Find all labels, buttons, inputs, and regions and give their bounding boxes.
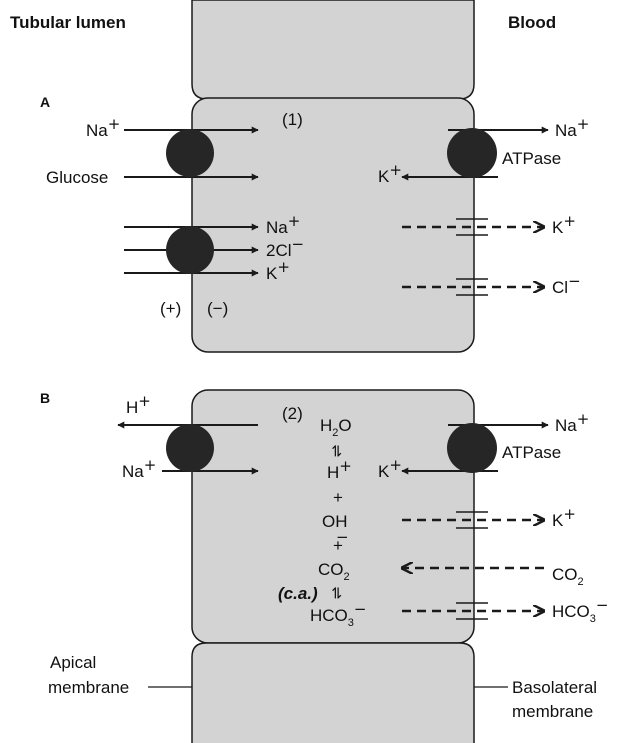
cl-channel-a [456,278,488,296]
reaction-plus-2: +− [333,528,349,555]
apical-label-line1: Apical [50,653,96,672]
tubular-lumen-label: Tubular lumen [10,13,126,32]
nkcc-na-label: Na+ [266,212,300,237]
nkcc-cotransporter [166,226,214,274]
reaction-h2o: H2O [320,416,352,439]
na-h-exchanger [166,424,214,472]
cell-a [191,97,475,353]
basolateral-label-line2: membrane [512,702,593,721]
panel-b-letter: B [40,390,50,406]
basolateral-label-line1: Basolateral [512,678,597,697]
co2-blood-label: CO2 [552,565,584,588]
hco3-blood-label: HCO3− [552,596,608,625]
na-k-atpase-pump-b [447,423,497,473]
k-channel-a-label: K+ [552,212,576,237]
cl-channel-a-label: Cl− [552,272,581,297]
nkcc-cl-label: 2Cl− [266,235,304,260]
atpase-b-na-label: Na+ [555,410,589,435]
glucose-label: Glucose [46,168,108,187]
k-channel-b [456,511,488,529]
hco3-channel [456,602,488,620]
nhe-na-label: Na+ [122,456,156,481]
nhe-h-label: H+ [126,392,151,417]
panel-a-number: (1) [282,110,303,129]
atpase-b-k-label: K+ [378,456,402,481]
reaction-equilibrium-2: ⇌ [328,587,346,600]
panel-a-letter: A [40,94,50,110]
bottom-neighbor-cell [191,642,475,743]
cell-negative-label: (−) [207,299,228,318]
reaction-h-plus: H+ [327,457,352,482]
nkcc-k-label: K+ [266,258,290,283]
atpase-label: ATPase [502,149,561,168]
reaction-co2: CO2 [318,560,350,583]
reaction-equilibrium-1: ⇌ [328,445,346,458]
apical-label-line2: membrane [48,678,129,697]
na-k-atpase-pump [447,128,497,178]
top-neighbor-cell [191,0,475,100]
atpase-b-label: ATPase [502,443,561,462]
blood-label: Blood [508,13,556,32]
atpase-na-label: Na+ [555,115,589,140]
reaction-plus-1: + [333,488,343,507]
reaction-oh: OH [322,512,348,531]
panel-b-number: (2) [282,404,303,423]
lumen-positive-label: (+) [160,299,181,318]
carbonic-anhydrase-label: (c.a.) [278,584,318,603]
k-channel-b-label: K+ [552,505,576,530]
na-glucose-cotransporter [166,129,214,177]
na-glucose-na-label: Na+ [86,115,120,140]
atpase-k-label: K+ [378,161,402,186]
reaction-hco3: HCO3− [310,600,366,629]
k-channel-a [456,218,488,236]
